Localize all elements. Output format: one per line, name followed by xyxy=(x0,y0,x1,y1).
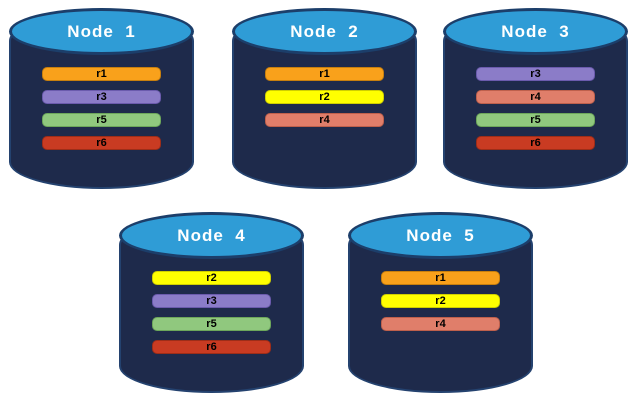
node-1-replica-list: r1 r3 r5 r6 xyxy=(42,67,161,150)
node-3-replica-r6: r6 xyxy=(476,136,595,150)
node-5: Node 5 r1 r2 r4 xyxy=(348,212,533,393)
node-4-replica-r2: r2 xyxy=(152,271,271,285)
node-1: Node 1 r1 r3 r5 r6 xyxy=(9,8,194,189)
node-2-cylinder-body xyxy=(232,31,417,189)
node-5-title: Node 5 xyxy=(406,225,475,245)
node-1-replica-r1: r1 xyxy=(42,67,161,81)
node-4-cylinder-body xyxy=(119,235,304,393)
node-4-replica-r6: r6 xyxy=(152,340,271,354)
node-4-cylinder-top: Node 4 xyxy=(119,212,304,259)
node-3-cylinder-body xyxy=(443,31,628,189)
node-3-replica-r3: r3 xyxy=(476,67,595,81)
node-2-title: Node 2 xyxy=(290,21,359,41)
node-3-replica-list: r3 r4 r5 r6 xyxy=(476,67,595,150)
node-5-cylinder-top: Node 5 xyxy=(348,212,533,259)
node-3-cylinder-top: Node 3 xyxy=(443,8,628,55)
node-1-cylinder-top: Node 1 xyxy=(9,8,194,55)
node-4-replica-r3: r3 xyxy=(152,294,271,308)
node-5-replica-r1: r1 xyxy=(381,271,500,285)
node-3-title: Node 3 xyxy=(501,21,570,41)
node-3-replica-r5: r5 xyxy=(476,113,595,127)
node-2-replica-r4: r4 xyxy=(265,113,384,127)
node-4-title: Node 4 xyxy=(177,225,246,245)
node-4-replica-list: r2 r3 r5 r6 xyxy=(152,271,271,354)
node-1-replica-r3: r3 xyxy=(42,90,161,104)
node-2-cylinder-top: Node 2 xyxy=(232,8,417,55)
node-5-cylinder-body xyxy=(348,235,533,393)
node-1-replica-r6: r6 xyxy=(42,136,161,150)
node-2-replica-list: r1 r2 r4 xyxy=(265,67,384,127)
node-2: Node 2 r1 r2 r4 xyxy=(232,8,417,189)
node-2-replica-r2: r2 xyxy=(265,90,384,104)
node-5-replica-r4: r4 xyxy=(381,317,500,331)
node-5-replica-r2: r2 xyxy=(381,294,500,308)
node-2-replica-r1: r1 xyxy=(265,67,384,81)
node-3-replica-r4: r4 xyxy=(476,90,595,104)
node-1-title: Node 1 xyxy=(67,21,136,41)
node-3: Node 3 r3 r4 r5 r6 xyxy=(443,8,628,189)
node-1-replica-r5: r5 xyxy=(42,113,161,127)
node-5-replica-list: r1 r2 r4 xyxy=(381,271,500,331)
node-4-replica-r5: r5 xyxy=(152,317,271,331)
node-4: Node 4 r2 r3 r5 r6 xyxy=(119,212,304,393)
